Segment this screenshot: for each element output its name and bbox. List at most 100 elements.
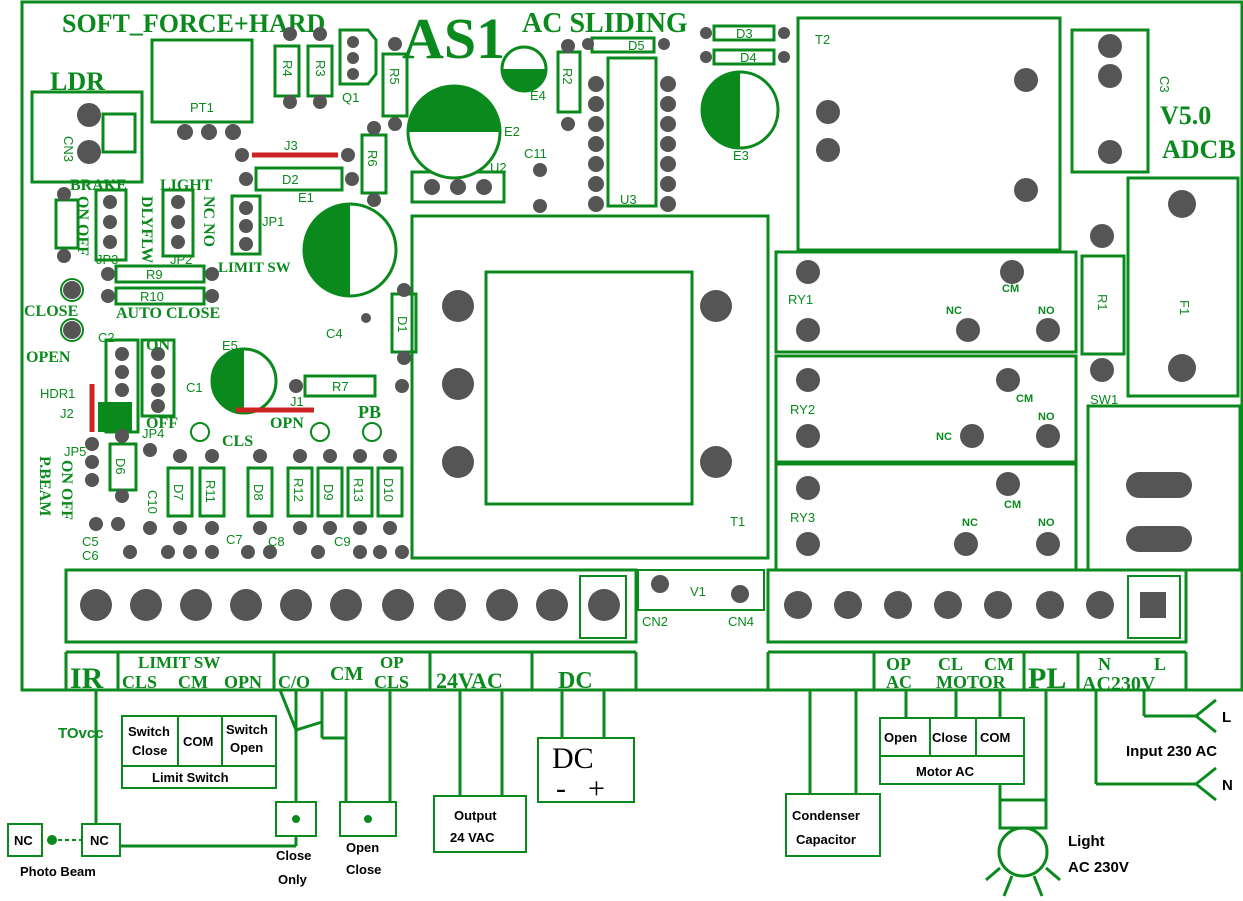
- e5-label: E5: [222, 338, 238, 353]
- dlyflw-label: DLYFLW: [138, 196, 155, 263]
- switch-close-label-1: Switch: [128, 724, 170, 739]
- to-vcc-label: TOvcc: [58, 725, 104, 742]
- j1-label: J1: [290, 394, 304, 409]
- e4-label: E4: [530, 88, 546, 103]
- limit-sw-label: LIMIT SW: [218, 260, 291, 276]
- r3-label: R3: [313, 60, 328, 77]
- external-wires: [94, 689, 1217, 848]
- r2-label: R2: [560, 68, 575, 85]
- c5-label: C5: [82, 534, 99, 549]
- ry3-nc-label: NC: [962, 517, 978, 529]
- t1-label: T1: [730, 514, 745, 529]
- d3-label: D3: [736, 26, 753, 41]
- term-pl-label: PL: [1028, 662, 1066, 695]
- condenser-box: [785, 793, 881, 857]
- r4-label: R4: [280, 60, 295, 77]
- r10-label: R10: [140, 289, 164, 304]
- term-cls2-label: CLS: [374, 672, 409, 692]
- term-cls-label: CLS: [122, 672, 157, 692]
- brake-label: BRAKE: [70, 177, 127, 194]
- pb-label: PB: [358, 402, 381, 422]
- term-n-label: N: [1098, 654, 1111, 674]
- photo-beam-label: Photo Beam: [20, 864, 96, 879]
- c2-label: C2: [98, 330, 115, 345]
- close-only-label-1: Close: [276, 848, 311, 863]
- motor-com-label: COM: [980, 730, 1010, 745]
- brand-label: ADCB: [1162, 135, 1236, 164]
- motor-open-label: Open: [884, 730, 917, 745]
- electrolytic-capacitors: [210, 45, 780, 415]
- cn4-label: CN4: [728, 614, 754, 629]
- jp4-label: JP4: [142, 426, 164, 441]
- term-op-label: OP: [380, 653, 404, 672]
- photo-nc-left-label: NC: [14, 833, 33, 848]
- ry1-nc-label: NC: [946, 305, 962, 317]
- ry3-no-label: NO: [1038, 517, 1055, 529]
- t2-label: T2: [815, 32, 830, 47]
- jp2-label: JP2: [170, 252, 192, 267]
- ry2-nc-label: NC: [936, 431, 952, 443]
- cls-label: CLS: [222, 433, 253, 450]
- term-l-label: L: [1154, 654, 1166, 674]
- r9-label: R9: [146, 267, 163, 282]
- term-cl-label: CL: [938, 654, 963, 674]
- term-opn-label: OPN: [224, 672, 262, 692]
- switch-close-label-2: Close: [132, 743, 167, 758]
- d10-label: D10: [381, 478, 396, 502]
- r7-label: R7: [332, 379, 349, 394]
- c3-label: C3: [1157, 76, 1172, 93]
- close-only-label-2: Only: [278, 872, 308, 887]
- term-cm-label: CM: [178, 672, 208, 692]
- term-cm3-label: CM: [984, 654, 1014, 674]
- output-24vac-box: [433, 795, 527, 853]
- j3-label: J3: [284, 138, 298, 153]
- d9-label: D9: [321, 484, 336, 501]
- c9-label: C9: [334, 534, 351, 549]
- ry1-label: RY1: [788, 292, 813, 307]
- term-dc-label: DC: [558, 668, 593, 694]
- sw1-label: SW1: [1090, 392, 1118, 407]
- d8-label: D8: [251, 484, 266, 501]
- pbeam-label: P.BEAM: [36, 456, 53, 516]
- q1-label: Q1: [342, 90, 359, 105]
- term-24vac-label: 24VAC: [436, 668, 503, 693]
- e1-label: E1: [298, 190, 314, 205]
- motor-ac-label: Motor AC: [916, 764, 975, 779]
- open-label: OPEN: [26, 349, 71, 366]
- model-suffix-label: AC SLIDING: [522, 8, 688, 39]
- r12-label: R12: [291, 478, 306, 502]
- input-n-label: N: [1222, 777, 1233, 794]
- input-230-label: Input 230 AC: [1126, 743, 1217, 760]
- ry1-cm-label: CM: [1002, 283, 1019, 295]
- ry2-label: RY2: [790, 402, 815, 417]
- component-pads: [57, 27, 1196, 603]
- c10-label: C10: [145, 490, 160, 514]
- motor-ac-box: [879, 717, 1025, 785]
- c8-label: C8: [268, 534, 285, 549]
- output-24vac-label-2: 24 VAC: [450, 830, 495, 845]
- brake-onoff-label: ON OFF: [74, 196, 91, 256]
- jp1-label: JP1: [262, 214, 284, 229]
- open-close-label-1: Open: [346, 840, 379, 855]
- dc-plus-label: +: [588, 772, 605, 805]
- jp5-label: JP5: [64, 444, 86, 459]
- r11-label: R11: [203, 480, 218, 503]
- c4-label: C4: [326, 326, 343, 341]
- term-motor-label: MOTOR: [936, 672, 1007, 692]
- condenser-label-2: Capacitor: [796, 832, 856, 847]
- on-label: ON: [146, 337, 170, 354]
- light-label: LIGHT: [160, 177, 213, 194]
- e3-label: E3: [733, 148, 749, 163]
- d1-label: D1: [395, 316, 410, 333]
- model-label: AS1: [402, 6, 505, 71]
- u3-label: U3: [620, 192, 637, 207]
- condenser-label-1: Condenser: [792, 808, 860, 823]
- red-jumpers: [89, 152, 338, 432]
- terminal-block-left: [64, 568, 638, 644]
- off-label: OFF: [146, 415, 178, 432]
- u2-label: U2: [490, 160, 507, 175]
- pbeam-onoff-label: ON OFF: [58, 460, 75, 520]
- light-label-1: Light: [1068, 833, 1105, 850]
- open-close-label-2: Close: [346, 862, 381, 877]
